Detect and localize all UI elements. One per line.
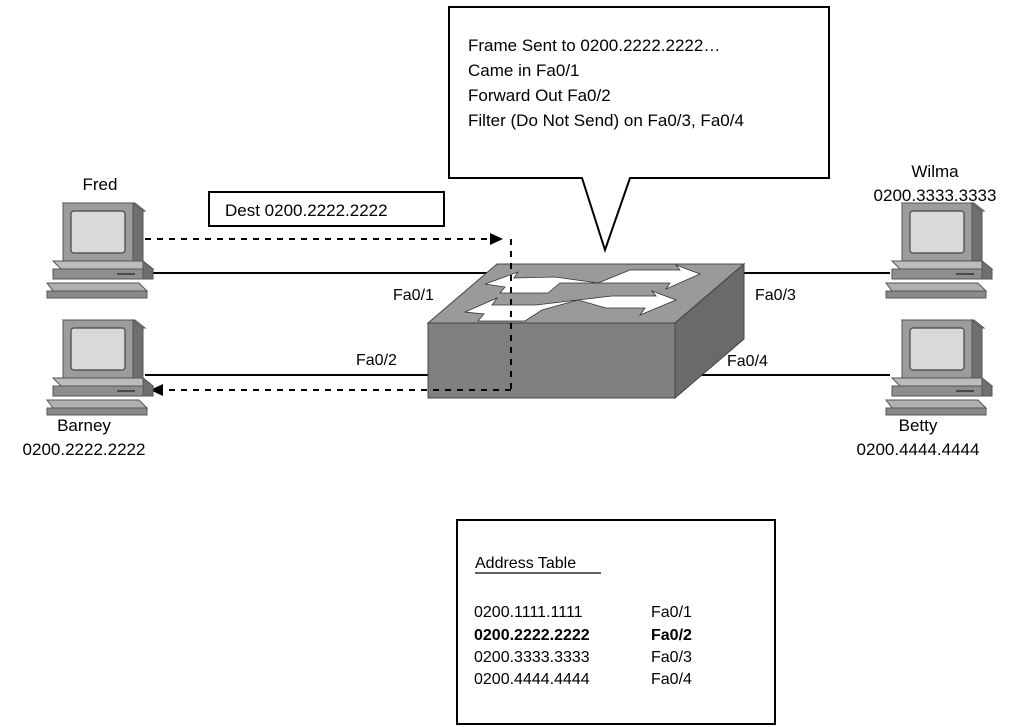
frame-path <box>145 233 512 396</box>
table-row-1-port: Fa0/1 <box>651 604 692 621</box>
callout-line-3: Forward Out Fa0/2 <box>468 86 611 105</box>
switch <box>426 262 746 400</box>
host-betty-name: Betty <box>899 416 938 435</box>
callout-line-2: Came in Fa0/1 <box>468 61 580 80</box>
pc-barney-icon <box>46 319 154 416</box>
pc-betty-icon <box>885 319 993 416</box>
table-row-2-mac: 0200.2222.2222 <box>474 627 590 644</box>
port-label-fa04: Fa0/4 <box>727 353 768 370</box>
switch-arrow-left-top <box>484 271 599 294</box>
switch-front <box>427 322 676 399</box>
switch-side <box>674 262 745 400</box>
host-barney-mac: 0200.2222.2222 <box>23 440 146 459</box>
table-row-4-mac: 0200.4444.4444 <box>474 671 590 688</box>
host-barney-name: Barney <box>57 416 111 435</box>
frame-label-box <box>208 191 445 227</box>
address-table-title: Address Table <box>475 555 576 572</box>
host-betty-mac: 0200.4444.4444 <box>857 440 980 459</box>
host-fred-name: Fred <box>83 175 118 194</box>
pc-wilma-icon <box>885 202 993 299</box>
pc-fred-icon <box>46 202 154 299</box>
port-label-fa02: Fa0/2 <box>356 352 397 369</box>
table-row-1-mac: 0200.1111.1111 <box>474 604 583 621</box>
port-label-fa01: Fa0/1 <box>393 287 434 304</box>
table-row-2-port: Fa0/2 <box>651 627 692 644</box>
host-wilma-mac: 0200.3333.3333 <box>874 186 997 205</box>
table-row-4-port: Fa0/4 <box>651 671 692 688</box>
switch-arrow-left-bottom <box>463 297 579 322</box>
host-wilma-name: Wilma <box>911 162 959 181</box>
switch-arrow-right-top <box>597 264 702 290</box>
callout-line-1: Frame Sent to 0200.2222.2222… <box>468 36 720 55</box>
table-row-3-mac: 0200.3333.3333 <box>474 649 590 666</box>
address-table: Address Table 0200.1111.1111 Fa0/1 0200.… <box>456 519 776 725</box>
callout-line-4: Filter (Do Not Send) on Fa0/3, Fa0/4 <box>468 111 744 130</box>
callout-text: Frame Sent to 0200.2222.2222… Came in Fa… <box>468 36 744 130</box>
callout-bubble <box>448 6 830 254</box>
table-row-3-port: Fa0/3 <box>651 649 692 666</box>
switch-arrow-right-bottom <box>577 290 678 316</box>
frame-label: Dest 0200.2222.2222 <box>225 201 388 220</box>
port-label-fa03: Fa0/3 <box>755 287 796 304</box>
